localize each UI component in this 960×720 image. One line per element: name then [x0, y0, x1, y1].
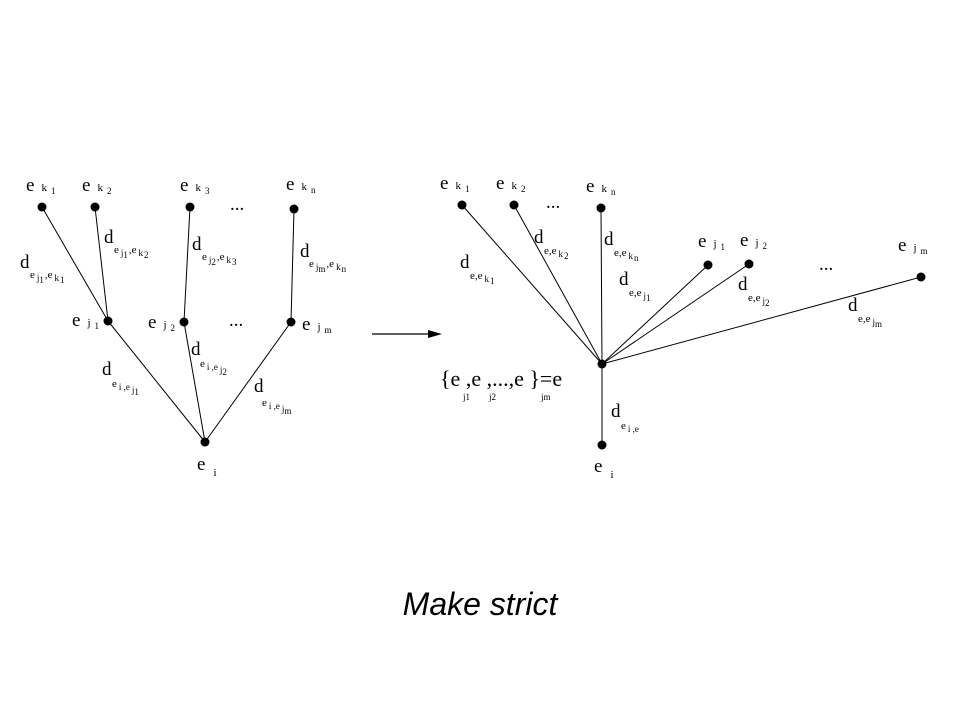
- right-edge-j2: [601, 263, 750, 365]
- right-node-jm: [916, 272, 926, 282]
- left-label-ek1: e k 1: [26, 175, 55, 196]
- right-node-j1: [703, 260, 713, 270]
- left-node-j1: [103, 316, 113, 326]
- left-tree: e k 1 e k 2 e k 3 e k n ... e j 1 e j: [20, 174, 347, 479]
- transform-arrow: [372, 330, 442, 338]
- left-label-ejm: e j m: [302, 314, 332, 335]
- caption-make-strict: Make strict: [402, 586, 558, 622]
- left-node-j2: [179, 317, 189, 327]
- left-edge-j2-i: [183, 321, 206, 443]
- right-edge-jm: [601, 276, 922, 365]
- right-set-sub-jm: jm: [540, 392, 551, 402]
- left-ellipsis-top: ...: [230, 194, 244, 215]
- left-label-ej2: e j 2: [148, 312, 175, 333]
- right-ellipsis-mid: ...: [819, 254, 833, 275]
- left-label-ek2: e k 2: [82, 175, 111, 196]
- right-node-i: [597, 440, 607, 450]
- right-node-center: [597, 359, 607, 369]
- right-edge-k1: [461, 204, 603, 365]
- left-label-ei: e i: [197, 454, 217, 479]
- left-node-kn: [289, 204, 299, 214]
- left-edge-k2-j1: [94, 206, 109, 322]
- right-edge-kn: [600, 207, 603, 365]
- left-node-k3: [185, 202, 195, 212]
- left-edge-k1-j1: [41, 206, 109, 322]
- right-node-j2: [744, 259, 754, 269]
- right-label-ei: e i: [594, 456, 614, 481]
- right-set-expression: {e ,e ,...,e }=e: [440, 366, 562, 391]
- right-node-k2: [509, 200, 519, 210]
- right-edge-j1: [601, 264, 709, 365]
- left-edge-k3-j2: [183, 206, 191, 323]
- left-node-k1: [37, 202, 47, 212]
- right-label-ek1: e k 1: [440, 173, 469, 194]
- right-node-kn: [596, 203, 606, 213]
- left-label-ej1: e j 1: [72, 310, 99, 331]
- left-node-jm: [286, 317, 296, 327]
- right-label-ej2: e j 2: [740, 230, 767, 251]
- right-set-sub-j2: j2: [488, 392, 496, 402]
- left-edge-jm-i: [204, 321, 292, 443]
- left-label-ekn: e k n: [286, 174, 316, 195]
- right-set-sub-j1: j1: [462, 392, 470, 402]
- right-label-ej1: e j 1: [698, 231, 725, 252]
- right-label-ejm: e j m: [898, 235, 928, 256]
- right-label-ekn: e k n: [586, 176, 616, 197]
- left-label-ek3: e k 3: [180, 175, 210, 196]
- left-edge-kn-jm: [290, 208, 295, 323]
- right-ellipsis-top: ...: [546, 192, 560, 213]
- left-ellipsis-mid: ...: [229, 310, 243, 331]
- right-label-ek2: e k 2: [496, 173, 525, 194]
- left-edge-j1-i: [107, 320, 206, 443]
- left-node-i: [200, 437, 210, 447]
- right-tree: e k 1 e k 2 e k n ... e j 1 e j 2 e j: [440, 173, 928, 481]
- right-edge-k2: [513, 204, 603, 365]
- right-node-k1: [457, 200, 467, 210]
- left-node-k2: [90, 202, 100, 212]
